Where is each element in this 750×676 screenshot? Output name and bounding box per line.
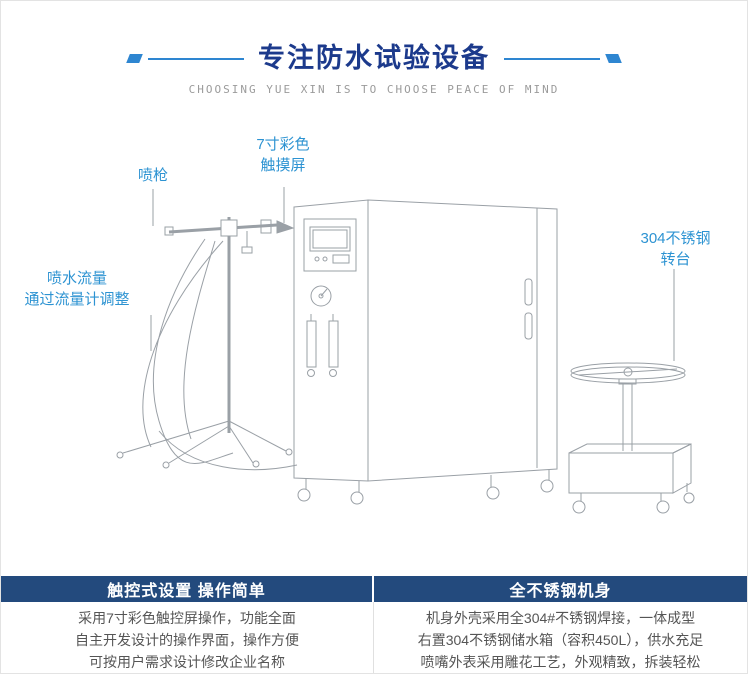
test-chamber-cabinet — [293, 199, 558, 482]
feature-body-stainless-body: 机身外壳采用全304#不锈钢焊接，一体成型 右置304不锈钢储水箱（容积450L… — [374, 602, 747, 673]
callout-text: 通过流量计调整 — [24, 291, 130, 308]
feature-title-touch-control: 触控式设置 操作简单 — [1, 576, 374, 602]
callout-touch-screen: 7寸彩色 触摸屏 — [228, 134, 338, 176]
stainless-turntable — [570, 362, 686, 451]
deco-block-icon — [126, 54, 143, 63]
callout-water-flow: 喷水流量 通过流量计调整 — [3, 268, 151, 310]
callout-text: 喷枪 — [137, 167, 168, 184]
cabinet-caster-wheels — [297, 469, 554, 505]
feature-text-line: 机身外壳采用全304#不锈钢焊接，一体成型 — [425, 610, 696, 626]
callout-spray-gun: 喷枪 — [121, 165, 185, 186]
spray-gun-stand — [116, 217, 295, 469]
page-title: 专注防水试验设备 — [258, 43, 490, 73]
features-section: 触控式设置 操作简单 采用7寸彩色触控屏操作，功能全面 自主开发设计的操作界面，… — [1, 576, 747, 673]
feature-text-line: 自主开发设计的操作界面，操作方便 — [75, 632, 299, 648]
page-subtitle: CHOOSING YUE XIN IS TO CHOOSE PEACE OF M… — [188, 83, 560, 96]
title-decoration-right — [504, 54, 622, 63]
header: 专注防水试验设备 CHOOSING YUE XIN IS TO CHOOSE P… — [1, 45, 747, 96]
flow-meters — [306, 314, 339, 377]
control-panel — [303, 218, 357, 272]
feature-text-line: 可按用户需求设计修改企业名称 — [89, 654, 285, 670]
pressure-gauge — [310, 285, 332, 307]
deco-line — [148, 57, 244, 60]
title-decoration-left — [126, 54, 244, 63]
feature-text-line: 右置304不锈钢储水箱（容积450L），供水充足 — [417, 632, 704, 648]
title-row: 专注防水试验设备 — [1, 45, 747, 72]
callout-text: 触摸屏 — [260, 157, 306, 174]
deco-line — [504, 57, 600, 60]
turntable-base — [568, 443, 695, 514]
feature-text-line: 采用7寸彩色触控屏操作，功能全面 — [78, 610, 296, 626]
callout-text: 喷水流量 — [46, 270, 107, 287]
deco-block-icon — [605, 54, 622, 63]
feature-stainless-body: 全不锈钢机身 机身外壳采用全304#不锈钢焊接，一体成型 右置304不锈钢储水箱… — [374, 576, 747, 673]
feature-touch-control: 触控式设置 操作简单 采用7寸彩色触控屏操作，功能全面 自主开发设计的操作界面，… — [1, 576, 374, 673]
water-hoses — [142, 238, 298, 471]
callout-text: 304不锈钢 — [640, 230, 711, 247]
callout-text: 转台 — [660, 251, 691, 268]
feature-title-stainless-body: 全不锈钢机身 — [374, 576, 747, 602]
feature-body-touch-control: 采用7寸彩色触控屏操作，功能全面 自主开发设计的操作界面，操作方便 可按用户需求… — [1, 602, 374, 673]
callout-turntable: 304不锈钢 转台 — [623, 228, 728, 270]
feature-text-line: 喷嘴外表采用雕花工艺，外观精致，拆装轻松 — [420, 654, 701, 670]
callout-text: 7寸彩色 — [256, 136, 310, 153]
callout-leader-lines — [150, 187, 675, 361]
